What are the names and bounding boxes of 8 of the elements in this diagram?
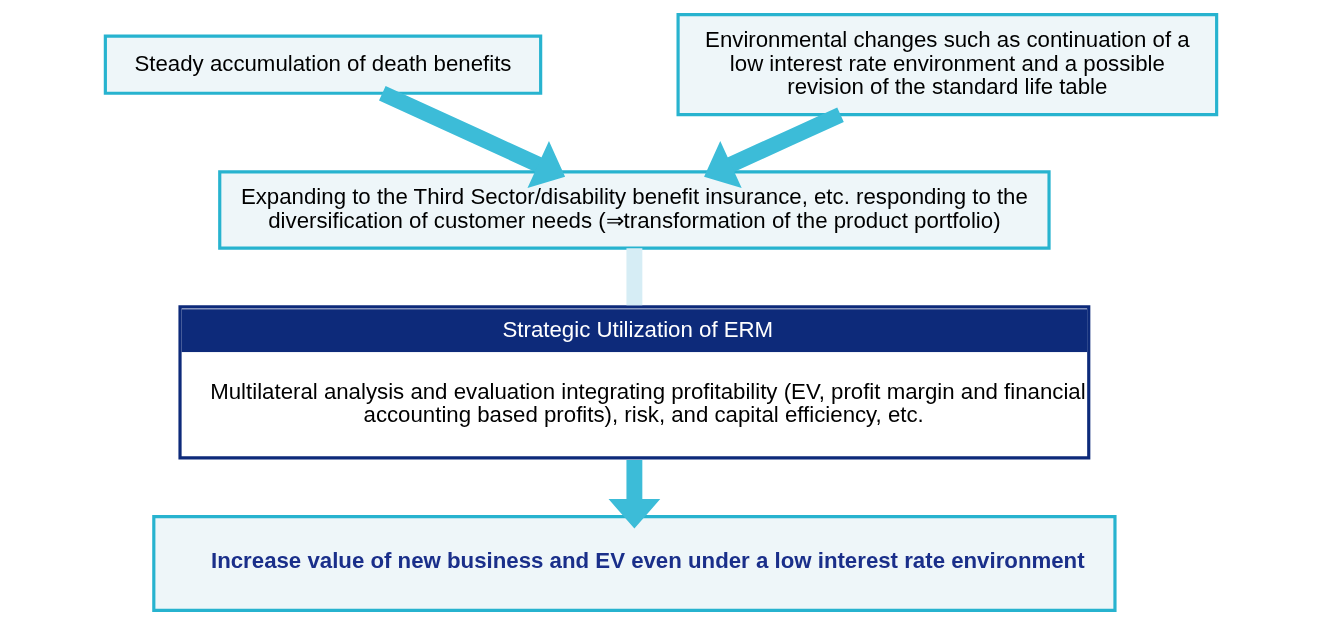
- connector: [625, 248, 642, 306]
- arrow: [703, 107, 844, 189]
- node-box: Expanding to the Third Sector/disability benefit insurance, etc. responding to the diversification of customer needs (⇒transformation of the product portfolio): [217, 170, 1051, 250]
- arrow: [378, 86, 565, 189]
- node-box: Increase value of new business and EV even under a low interest rate environment: [151, 515, 1117, 612]
- node-box: Environmental changes such as continuation of a low interest rate environment and a possible revision of the standard life table: [676, 13, 1218, 117]
- node-box: Steady accumulation of death benefits: [103, 34, 542, 95]
- arrow: [608, 459, 660, 529]
